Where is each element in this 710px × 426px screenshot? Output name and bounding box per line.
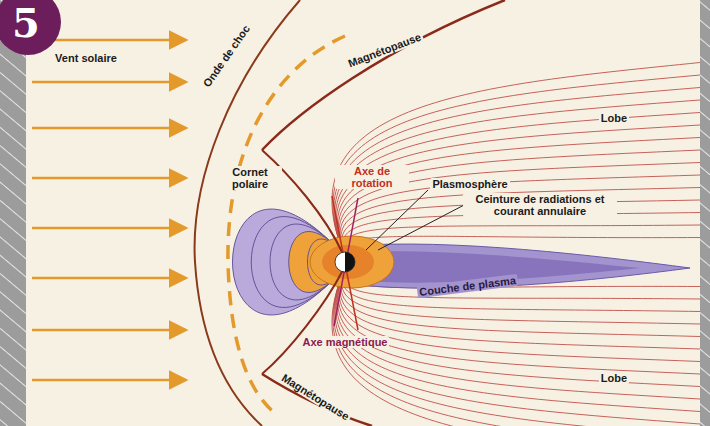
leader-line [378, 204, 466, 250]
region-label: Lobe [599, 112, 629, 124]
boundary-label: Magnétopause [345, 30, 425, 70]
field-line [336, 113, 700, 257]
earth-night-side [345, 252, 355, 272]
field-line [336, 268, 700, 412]
field-line [334, 88, 700, 257]
region-label: Couche de plasma [417, 274, 519, 298]
cusp-line [262, 270, 343, 374]
solar-wind-arrow [32, 227, 186, 230]
field-line [333, 75, 700, 256]
boundary-label: Onde de choc [199, 21, 253, 91]
boundary-label: Magnétopause [278, 371, 353, 424]
magnetopause-dashed [228, 36, 345, 414]
field-line [337, 138, 700, 257]
field-line [335, 268, 700, 424]
region-label: Ceinture de radiations et courant annula… [463, 193, 617, 217]
field-line [335, 100, 700, 256]
side-panel [700, 0, 710, 426]
solar-wind-arrow [32, 277, 186, 280]
solar-wind-arrow [32, 81, 186, 84]
rotation-axis [332, 196, 358, 330]
region-label: Lobe [599, 372, 629, 384]
field-line [332, 63, 700, 257]
radiation-belt [310, 236, 394, 288]
axis-label: Axe magnétique [301, 336, 390, 348]
axis-label: Axe de rotation [335, 165, 409, 189]
region-label: Vent solaire [53, 52, 119, 64]
magnetic-axis [334, 198, 358, 326]
solar-wind-arrows [32, 40, 186, 380]
tail-field-lines [332, 63, 700, 426]
background [26, 0, 700, 426]
region-label: Plasmosphère [430, 178, 509, 190]
solar-wind-arrow [32, 379, 186, 382]
side-panel [0, 0, 26, 426]
magnetopause-line [262, 0, 505, 150]
plasma-sheet [350, 244, 690, 288]
callout-number: 5 [12, 1, 40, 45]
leader-line [366, 190, 428, 250]
shock-wave [195, 0, 300, 426]
figure-badge [0, 0, 61, 55]
region-label: Cornet polaire [218, 166, 282, 190]
earth [335, 252, 355, 272]
solar-wind-arrow [32, 329, 186, 332]
solar-wind-arrow [32, 127, 186, 130]
solar-wind-arrow [32, 177, 186, 180]
